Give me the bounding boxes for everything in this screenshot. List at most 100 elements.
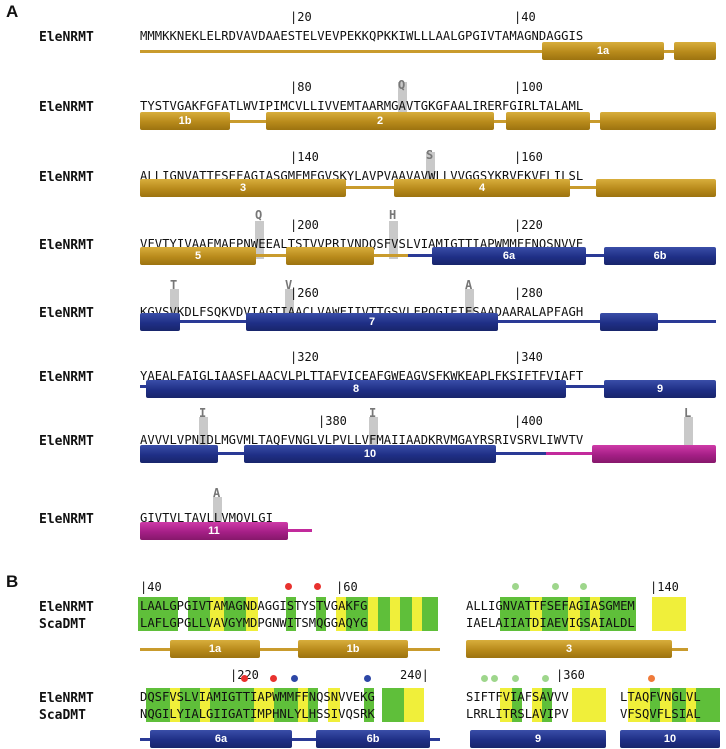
alignment-seq-ele: ALLIGNVATTFSEFAGIASGMEM [466, 599, 635, 613]
green-dot [512, 583, 519, 590]
mutation-highlight [465, 289, 474, 327]
tick-label: |20 [290, 10, 312, 24]
sequence-name: EleNRMT [39, 30, 94, 45]
loop-line [566, 385, 604, 388]
loop-line [658, 320, 716, 323]
highlight-block [542, 688, 552, 722]
mutation-highlight [398, 82, 407, 120]
loop-line [180, 320, 246, 323]
highlight-block [696, 688, 720, 722]
sequence-name: EleNRMT [39, 100, 94, 115]
sequence-name: EleNRMT [39, 238, 94, 253]
mutation-highlight [255, 221, 264, 259]
green-dot [481, 675, 488, 682]
sequence-name: EleNRMT [39, 600, 94, 615]
helix-10: 10 [620, 730, 720, 748]
loop-line [590, 120, 600, 123]
helix-4: 4 [394, 179, 570, 197]
helix-11: 11 [140, 522, 288, 540]
helix-1a-end [674, 42, 716, 60]
highlight-block [368, 597, 378, 631]
highlight-block [286, 597, 296, 631]
highlight-block [210, 597, 224, 631]
loop-line [586, 254, 604, 257]
highlight-block [146, 688, 170, 722]
tick-label: |160 [514, 150, 543, 164]
helix-6a: 6a [432, 247, 586, 265]
green-dot [512, 675, 519, 682]
helix-8-start [600, 313, 658, 331]
mutation-highlight [199, 417, 208, 455]
green-dot [491, 675, 498, 682]
alignment-seq-ele: LTAQFVNGLVL [620, 690, 701, 704]
loop-line [408, 254, 432, 257]
helix-3: 3 [140, 179, 346, 197]
mutation-label: A [465, 278, 473, 292]
red-dot [285, 583, 292, 590]
tick-label: |60 [336, 580, 358, 594]
loop-line [140, 50, 585, 53]
helix-6a: 6a [150, 730, 292, 748]
highlight-block [590, 597, 600, 631]
highlight-block [210, 688, 254, 722]
helix-1b: 1b [298, 640, 408, 658]
loop-line [374, 254, 408, 257]
loop-line [140, 385, 146, 388]
loop-line [218, 452, 244, 455]
sequence-name: EleNRMT [39, 434, 94, 449]
blue-dot [364, 675, 371, 682]
sequence-name: EleNRMT [39, 170, 94, 185]
orange-dot [648, 675, 655, 682]
alignment-seq-sca: LRRLITRSLAVIPV [466, 707, 569, 721]
tick-label: |100 [514, 80, 543, 94]
highlight-block [422, 597, 438, 631]
highlight-block [346, 597, 368, 631]
highlight-block [336, 597, 346, 631]
tick-label: |280 [514, 286, 543, 300]
highlight-block [512, 688, 522, 722]
helix-3: 3 [466, 640, 672, 658]
helix-5: 5 [140, 247, 256, 265]
sequence-row-2: TYSTVGAKFGFATLWVIPIMCVLLIVVEMTAARMGAVTGK… [140, 99, 584, 113]
tick-label: |340 [514, 350, 543, 364]
mutation-highlight [389, 221, 398, 259]
red-dot [241, 675, 248, 682]
highlight-block [382, 688, 404, 722]
highlight-block [188, 597, 210, 631]
sequence-row-6: YAEALFAIGLIAASFLAACVLPLTTAFVICEAFGWEAGVS… [140, 369, 584, 383]
highlight-block [246, 597, 258, 631]
highlight-block [530, 597, 542, 631]
tick-label: |140 [290, 150, 319, 164]
loop-line [230, 120, 266, 123]
highlight-block [500, 688, 512, 722]
highlight-block [378, 597, 390, 631]
helix-11-start [592, 445, 716, 463]
helix-2b [506, 112, 590, 130]
loop-line [498, 320, 600, 323]
sequence-row-7: AVVVLVPNIDLMGVMLTAQFVNGLVLPVLLVFMAIIAADK… [140, 433, 584, 447]
highlight-block [672, 688, 686, 722]
sequence-name: EleNRMT [39, 370, 94, 385]
alignment-seq-ele: LAALGPGIVTAMAGNDAGGISTYSTVGAKFG [140, 599, 368, 613]
green-dot [542, 675, 549, 682]
helix-9-end [140, 445, 218, 463]
highlight-block [650, 688, 660, 722]
highlight-block [308, 688, 318, 722]
alignment-seq-sca: VFSQVFLSIAL [620, 707, 701, 721]
sequence-row-8: GIVTVLTAVLLVMQVLGI [140, 511, 273, 525]
helix-2: 2 [266, 112, 494, 130]
mutation-highlight [684, 417, 693, 455]
highlight-block [316, 597, 326, 631]
loop-line [140, 648, 440, 651]
helix-6b: 6b [316, 730, 430, 748]
highlight-block [686, 688, 696, 722]
loop-line [570, 186, 596, 189]
mutation-label: Q [398, 78, 406, 92]
loop-line [664, 50, 674, 53]
loop-line [256, 254, 286, 257]
sequence-name: EleNRMT [39, 691, 94, 706]
mutation-label: L [684, 406, 692, 420]
helix-9: 9 [470, 730, 606, 748]
panel-label-b: B [6, 572, 19, 591]
helix-1a: 1a [170, 640, 260, 658]
